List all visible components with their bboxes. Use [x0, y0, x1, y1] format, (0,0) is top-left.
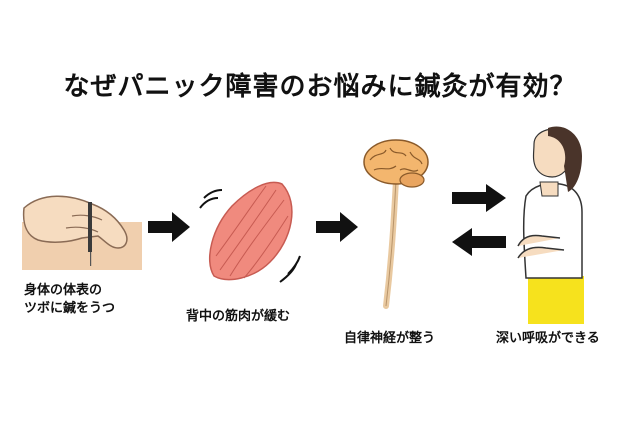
arrow-right-icon — [316, 212, 358, 242]
step1-caption: 身体の体表の ツボに鍼をうつ — [24, 282, 115, 318]
hand-needle-icon — [22, 195, 142, 270]
arrow-right-icon — [148, 212, 190, 242]
brain-spine-icon — [363, 139, 429, 309]
page-title: なぜパニック障害のお悩みに鍼灸が有効？ — [63, 72, 577, 102]
muscle-icon — [199, 181, 301, 283]
step4-caption: 深い呼吸ができる — [496, 331, 600, 346]
step2-caption: 背中の筋肉が緩む — [186, 309, 291, 324]
swap-arrows-icon — [452, 184, 506, 256]
breathing-woman-icon — [517, 126, 584, 324]
step3-caption: 自律神経が整う — [344, 331, 436, 346]
step1-caption-line2: ツボに鍼をうつ — [24, 301, 116, 316]
step1-caption-line1: 身体の体表の — [24, 283, 103, 298]
